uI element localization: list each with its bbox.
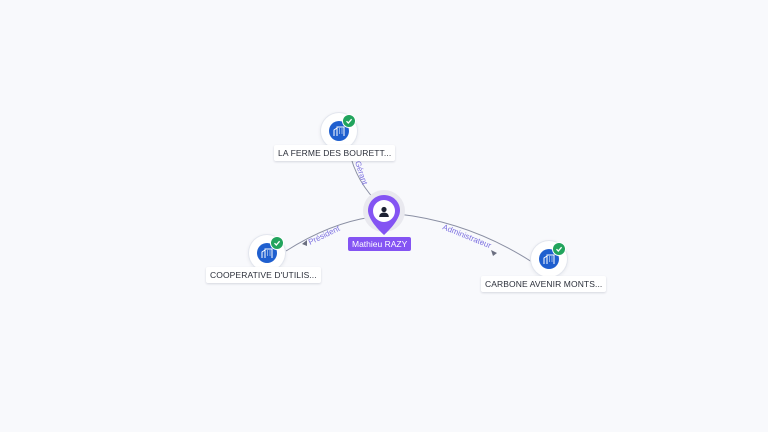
verified-check-icon: [342, 114, 356, 128]
verified-check-icon: [270, 236, 284, 250]
verified-check-icon: [552, 242, 566, 256]
edge-label-ferme: Gérant: [353, 160, 369, 187]
company-node-ferme[interactable]: [321, 113, 357, 149]
person-node-center[interactable]: [363, 190, 405, 238]
edge-carbone: [397, 213, 533, 263]
company-label-carbone[interactable]: CARBONE AVENIR MONTS...: [481, 276, 607, 292]
edge-arrow-coop: [302, 240, 307, 246]
company-label-coop[interactable]: COOPERATIVE D'UTILIS...: [206, 267, 321, 283]
company-label-ferme[interactable]: LA FERME DES BOURETT...: [274, 145, 396, 161]
edge-label-coop: Président: [307, 224, 342, 247]
person-icon: [379, 206, 389, 217]
person-label[interactable]: Mathieu RAZY: [348, 237, 412, 251]
edge-arrow-carbone: [491, 250, 497, 256]
company-node-coop[interactable]: [249, 235, 285, 271]
company-node-carbone[interactable]: [531, 241, 567, 277]
